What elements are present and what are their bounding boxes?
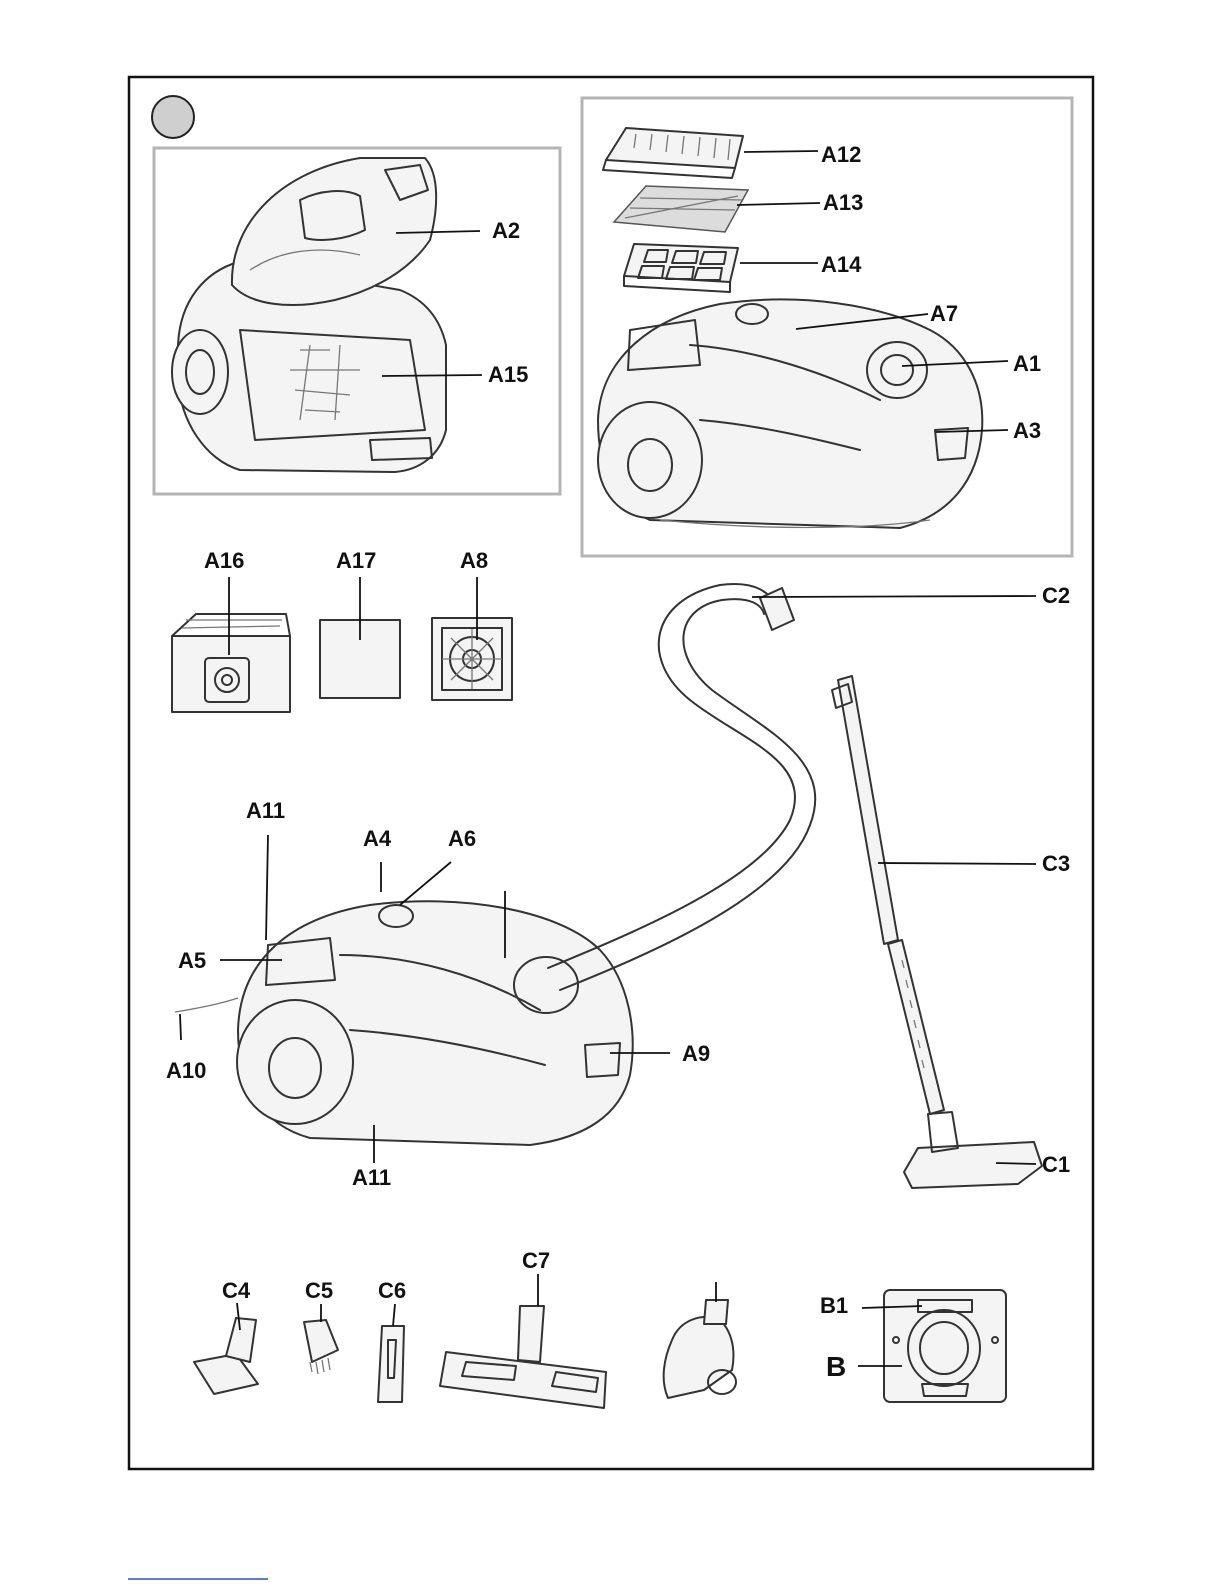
label-c2: C2	[1042, 583, 1070, 608]
label-a11-top: A11	[246, 798, 285, 823]
label-a16: A16	[204, 548, 244, 573]
label-c3: C3	[1042, 851, 1070, 876]
label-a5: A5	[178, 948, 206, 973]
floor-nozzle	[904, 1142, 1042, 1188]
label-a2: A2	[492, 218, 520, 243]
label-a11-bottom: A11	[352, 1165, 391, 1190]
label-c7: C7	[522, 1248, 550, 1273]
label-a17: A17	[336, 548, 376, 573]
label-a15: A15	[488, 362, 528, 387]
label-c6: C6	[378, 1278, 406, 1303]
label-a7: A7	[930, 301, 958, 326]
bag-and-filter-accessories	[172, 614, 512, 712]
label-a13: A13	[823, 190, 863, 215]
full-vacuum-assembly	[175, 584, 1042, 1188]
open-vacuum-illustration	[172, 158, 446, 472]
filter-stack-illustration	[603, 128, 748, 292]
nozzle-accessories	[194, 1300, 736, 1408]
hose-outline-outer	[548, 584, 795, 968]
wand-upper	[838, 676, 898, 944]
hose-outline-inner	[560, 599, 815, 990]
label-a8: A8	[460, 548, 488, 573]
label-a9: A9	[682, 1041, 710, 1066]
label-a4: A4	[363, 826, 392, 851]
label-a12: A12	[821, 142, 861, 167]
label-a14: A14	[821, 252, 862, 277]
label-a10: A10	[166, 1058, 206, 1083]
label-a6: A6	[448, 826, 476, 851]
closed-vacuum-illustration	[598, 299, 982, 528]
figure-number-badge	[152, 96, 194, 138]
label-c5: C5	[305, 1278, 333, 1303]
label-b: B	[826, 1351, 846, 1382]
label-a3: A3	[1013, 418, 1041, 443]
label-a1: A1	[1013, 351, 1041, 376]
label-b1: B1	[820, 1293, 848, 1318]
label-c4: C4	[222, 1278, 251, 1303]
label-c1: C1	[1042, 1152, 1070, 1177]
